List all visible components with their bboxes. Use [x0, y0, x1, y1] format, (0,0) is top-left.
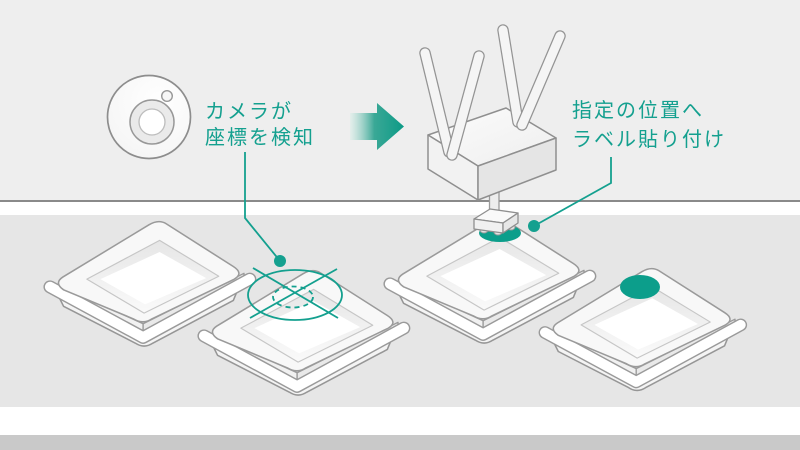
label-callout-line2: ラベル貼り付け [572, 127, 726, 151]
label-callout-line1: 指定の位置へ [572, 98, 704, 122]
camera-callout-line1: カメラが [205, 99, 293, 123]
camera-callout: カメラが 座標を検知 [205, 99, 315, 149]
label-leader-line [533, 157, 612, 227]
target-label-outline [272, 285, 314, 309]
machine-antennas [419, 24, 566, 161]
target-ellipse [247, 269, 343, 321]
label-callout: 指定の位置へ ラベル貼り付け [572, 98, 726, 151]
camera-leader-line [244, 152, 281, 262]
camera-leader [244, 152, 286, 267]
machine-antenna-2 [446, 50, 485, 161]
camera-icon [106, 74, 192, 160]
bottom-white-band [0, 407, 800, 435]
bottom-gray-band [0, 435, 800, 450]
camera-leader-dot [274, 255, 286, 267]
applied-label [620, 275, 660, 299]
machine-antenna-4 [516, 30, 566, 131]
labeling-machine [419, 24, 566, 242]
target-cross-line-2 [249, 268, 338, 319]
flow-arrow-icon [350, 103, 404, 150]
camera-indicator-dot [160, 89, 173, 102]
machine-body-side [477, 137, 557, 201]
label-leader [528, 157, 612, 232]
machine-antenna-1 [419, 47, 455, 158]
label-leader-dot [528, 220, 540, 232]
machine-antenna-3 [497, 24, 524, 128]
target-mark [247, 267, 343, 321]
white-band [0, 202, 800, 215]
machine-foot-side [502, 212, 519, 234]
camera-lens-inner [138, 108, 166, 136]
camera-callout-line2: 座標を検知 [205, 125, 315, 149]
machine-foot [473, 208, 519, 236]
